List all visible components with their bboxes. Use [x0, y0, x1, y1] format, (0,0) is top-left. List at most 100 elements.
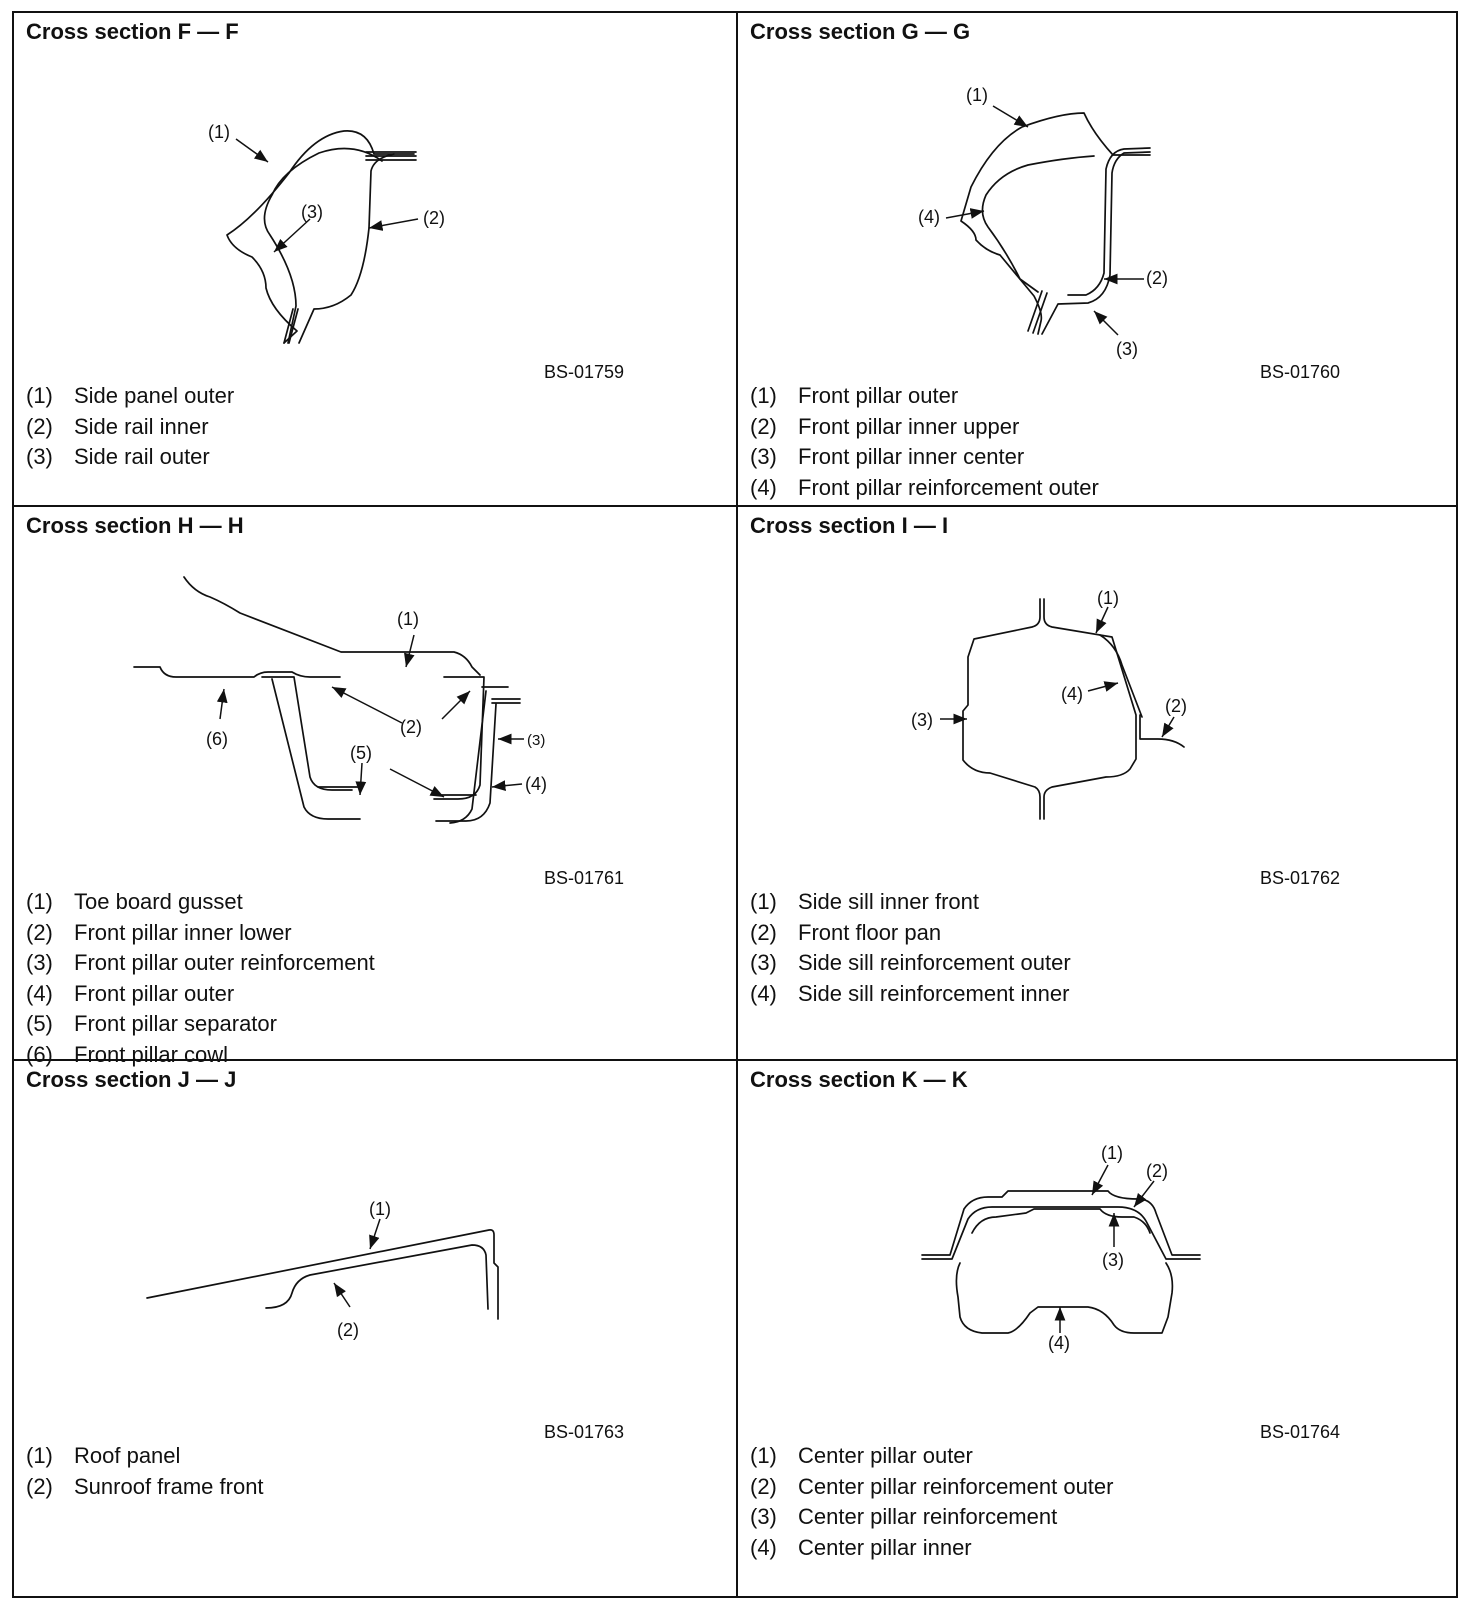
figure-code: BS-01763: [544, 1422, 625, 1442]
legend-number: (2): [26, 919, 53, 945]
side-rail-inner-part: [298, 153, 415, 344]
legend-label: Center pillar reinforcement: [798, 1504, 1058, 1530]
section-h-cell: Cross section H — H: [14, 507, 736, 1067]
legend-label: Front pillar outer: [798, 383, 959, 409]
callout-4: (4): [1061, 684, 1083, 704]
legend-label: Side rail outer: [74, 444, 210, 470]
part-outline: [365, 151, 417, 161]
section-f-diagram: (1) (2) (3): [208, 122, 445, 344]
callout-2: (2): [1146, 268, 1168, 288]
legend: (1)Side panel outer (2)Side rail inner (…: [26, 381, 234, 473]
front-pillar-outer-part: [960, 112, 1151, 335]
leader-arrow: [1133, 1180, 1155, 1208]
legend-number: (4): [26, 980, 53, 1006]
front-pillar-outer-part: [271, 678, 509, 824]
legend-label: Front pillar reinforcement outer: [798, 474, 1099, 500]
leader-arrow: [216, 688, 228, 720]
leader-arrow: [491, 780, 523, 792]
side-sill-inner-front-part: [1043, 598, 1137, 820]
callout-1: (1): [208, 122, 230, 142]
legend-number: (2): [750, 1473, 777, 1499]
side-sill-reinforcement-outer-part: [962, 598, 1041, 820]
callout-1: (1): [1097, 588, 1119, 608]
legend-label: Side rail inner: [74, 413, 209, 439]
legend-item: (3)Side rail outer: [26, 442, 234, 473]
legend-item: (3)Front pillar outer reinforcement: [26, 948, 375, 979]
legend-number: (2): [26, 1473, 53, 1499]
part-outline: [183, 576, 481, 676]
callout-5: (5): [350, 743, 372, 763]
section-i-cell: Cross section I — I (1) (2) (3) (4) BS-0…: [738, 507, 1460, 1059]
part-outline: [263, 147, 383, 344]
leader-arrow: [273, 218, 311, 253]
legend-label: Side sill inner front: [798, 889, 979, 915]
legend-number: (1): [750, 889, 777, 915]
part-outline: [955, 1262, 1174, 1334]
toe-board-gusset-part: [183, 576, 481, 676]
legend-label: Sunroof frame front: [74, 1473, 264, 1499]
section-title: Cross section F — F: [26, 19, 239, 44]
front-pillar-cowl-part: [133, 666, 341, 678]
part-outline: [981, 155, 1095, 293]
legend-item: (2)Front floor pan: [750, 918, 1071, 949]
callout-1: (1): [966, 85, 988, 105]
legend-item: (5)Front pillar separator: [26, 1009, 375, 1040]
callout-4: (4): [525, 774, 547, 794]
part-outline: [298, 153, 415, 344]
legend-item: (1)Center pillar outer: [750, 1441, 1113, 1472]
legend-label: Center pillar outer: [798, 1443, 973, 1469]
leader-arrow: [368, 218, 419, 231]
legend-number: (1): [26, 1443, 53, 1469]
legend-item: (1) Roof panel: [26, 1441, 264, 1472]
part-outline: [435, 698, 521, 822]
section-i-diagram: (1) (2) (3) (4): [911, 588, 1187, 820]
legend-label: Front pillar inner lower: [74, 919, 292, 945]
callout-2: (2): [423, 208, 445, 228]
front-pillar-outer-reinforcement-part: [435, 698, 521, 822]
leader-arrow: [333, 1282, 351, 1308]
legend: (1)Toe board gusset (2)Front pillar inne…: [26, 887, 375, 1070]
legend-number: (1): [26, 383, 53, 409]
legend-item: (4)Center pillar inner: [750, 1533, 1113, 1564]
center-pillar-inner-part: [955, 1262, 1174, 1334]
legend-number: (6): [26, 1041, 53, 1067]
legend-number: (3): [750, 1504, 777, 1530]
legend-number: (2): [26, 413, 53, 439]
figure-code: BS-01764: [1260, 1422, 1341, 1442]
callout-2: (2): [1146, 1161, 1168, 1181]
leader-arrow: [331, 686, 403, 724]
front-pillar-inner-center-part: [1041, 151, 1151, 335]
part-outline: [317, 786, 477, 796]
figure-code: BS-01762: [1260, 868, 1341, 888]
front-floor-pan-part: [1139, 714, 1185, 748]
legend-label: Side sill reinforcement outer: [798, 950, 1071, 976]
part-outline: [261, 676, 353, 791]
front-pillar-reinforcement-outer-part: [981, 155, 1095, 293]
legend-item: (2) Front pillar inner lower: [26, 918, 375, 949]
section-j-cell: Cross section J — J (1) (2) BS-01763 (1)…: [14, 1061, 736, 1598]
part-outline: [433, 676, 485, 800]
callout-3: (3): [301, 202, 323, 222]
leader-arrow: [1093, 310, 1119, 336]
legend-label: Front floor pan: [798, 919, 942, 945]
horizontal-divider: [14, 505, 1456, 507]
callout-2: (2): [400, 717, 422, 737]
legend-label: Front pillar cowl: [74, 1041, 229, 1067]
legend: (1) Side sill inner front (2)Front floor …: [750, 887, 1071, 1009]
horizontal-divider: [14, 1059, 1456, 1061]
callout-3: (3): [1102, 1250, 1124, 1270]
legend-item: (6) Front pillar cowl: [26, 1040, 375, 1071]
legend: (1) Roof panel (2) Sunroof frame front: [26, 1441, 264, 1502]
callout-3: (3): [527, 732, 545, 749]
flange: [283, 151, 417, 344]
section-title: Cross section G — G: [750, 19, 971, 44]
part-outline: [1027, 290, 1048, 334]
legend-item: (2)Center pillar reinforcement outer: [750, 1472, 1113, 1503]
legend-item: (4)Front pillar outer: [26, 979, 375, 1010]
part-outline: [283, 308, 299, 344]
leader-arrow: [1161, 716, 1175, 738]
legend-item: (2)Front pillar inner upper: [750, 412, 1099, 443]
legend-label: Roof panel: [74, 1443, 181, 1469]
leader-arrow: [1095, 606, 1109, 634]
section-f-cell: Cross section F — F (1) (2) (3) BS-01759: [14, 13, 736, 505]
